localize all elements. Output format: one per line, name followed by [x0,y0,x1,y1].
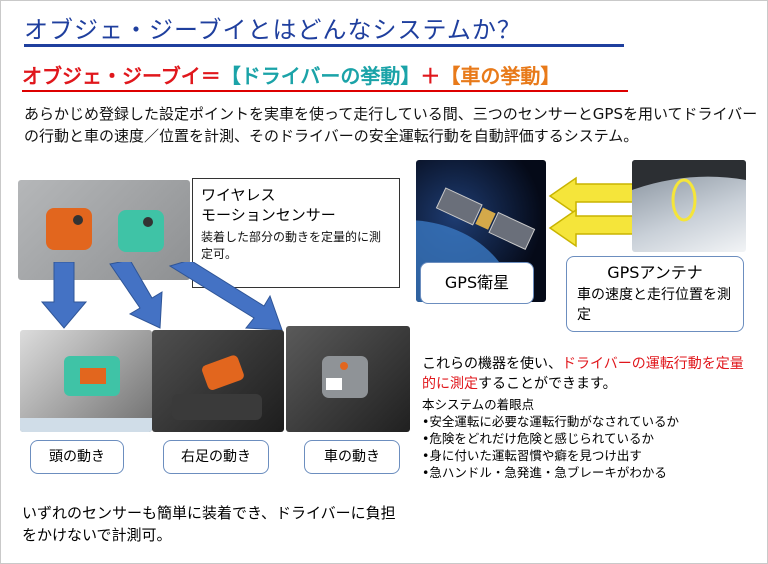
point-item: •安全運転に必要な運転行動がなされているか [422,414,679,429]
car-sensor-illustration [322,356,368,398]
gps-antenna-photo [632,160,746,252]
subtitle-car: 【車の挙動】 [440,64,561,88]
car-sensor-photo [286,326,410,432]
right-lead-part1: これらの機器を使い、 [422,356,562,372]
motion-label-foot: 右足の動き [163,440,269,474]
right-lead: これらの機器を使い、ドライバーの運転行動を定量的に測定することができます。 [422,354,752,394]
subtitle-underline [22,90,628,92]
point-item: •身に付いた運転習慣や癖を見つけ出す [422,448,642,463]
sensor-box-title: ワイヤレス [201,186,276,204]
motion-label-car: 車の動き [304,440,400,474]
gps-satellite-label: GPS衛星 [420,262,534,304]
blue-arrow-car [168,262,283,331]
yellow-arrow-lower [548,208,639,248]
motion-label-head-text: 頭の動き [49,449,105,465]
sensors-illustration [46,208,164,252]
point-item: •急ハンドル・急発進・急ブレーキがわかる [422,465,667,480]
intro-paragraph: あらかじめ登録した設定ポイントを実車を使って走行している間、三つのセンサーとGP… [24,105,758,145]
gps-antenna-title: GPSアンテナ [607,263,703,282]
subtitle-name: オブジェ・ジーブイ＝ [22,64,221,88]
gps-satellite-text: GPS衛星 [444,273,510,292]
sensors-photo [18,180,190,280]
slide-subtitle: オブジェ・ジーブイ＝【ドライバーの挙動】＋【車の挙動】 [22,60,560,89]
head-sensor-photo [20,330,152,432]
head-sensor-illustration [20,356,152,432]
antenna-illustration [632,160,746,222]
sensor-box-desc: 装着した部分の動きを定量的に測定可。 [201,230,382,261]
right-description: これらの機器を使い、ドライバーの運転行動を定量的に測定することができます。 本シ… [422,354,752,481]
blue-arrow-head [40,262,88,329]
motion-label-car-text: 車の動き [324,449,380,465]
foot-sensor-illustration [172,355,262,420]
point-item: •危険をどれだけ危険と感じられているか [422,431,654,446]
blue-arrow-foot [109,262,163,329]
yellow-arrows [548,176,639,248]
right-lead-part2: することができます。 [478,376,617,392]
points-title: 本システムの着眼点 [422,397,535,412]
gps-antenna-desc: 車の速度と走行位置を測定 [577,287,731,323]
gps-antenna-label: GPSアンテナ 車の速度と走行位置を測定 [566,256,744,332]
sensor-description-box: ワイヤレス モーションセンサー 装着した部分の動きを定量的に測定可。 [192,178,400,288]
yellow-arrow-upper [548,176,639,216]
subtitle-plus: ＋ [420,64,441,88]
subtitle-driver: 【ドライバーの挙動】 [220,64,421,88]
motion-label-head: 頭の動き [30,440,124,474]
slide-title: オブジェ・ジーブイとはどんなシステムか？ [24,16,522,44]
right-lead-highlight: ドライバーの運転行動を定量的に測定 [422,356,744,392]
bottom-note: いずれのセンサーも簡単に装着でき、ドライバーに負担をかけないで計測可。 [22,504,396,544]
sensor-box-title2: モーションセンサー [201,206,336,224]
foot-sensor-photo [152,330,284,432]
title-underline [24,44,624,47]
motion-label-foot-text: 右足の動き [181,449,251,465]
blue-arrows [40,262,283,331]
